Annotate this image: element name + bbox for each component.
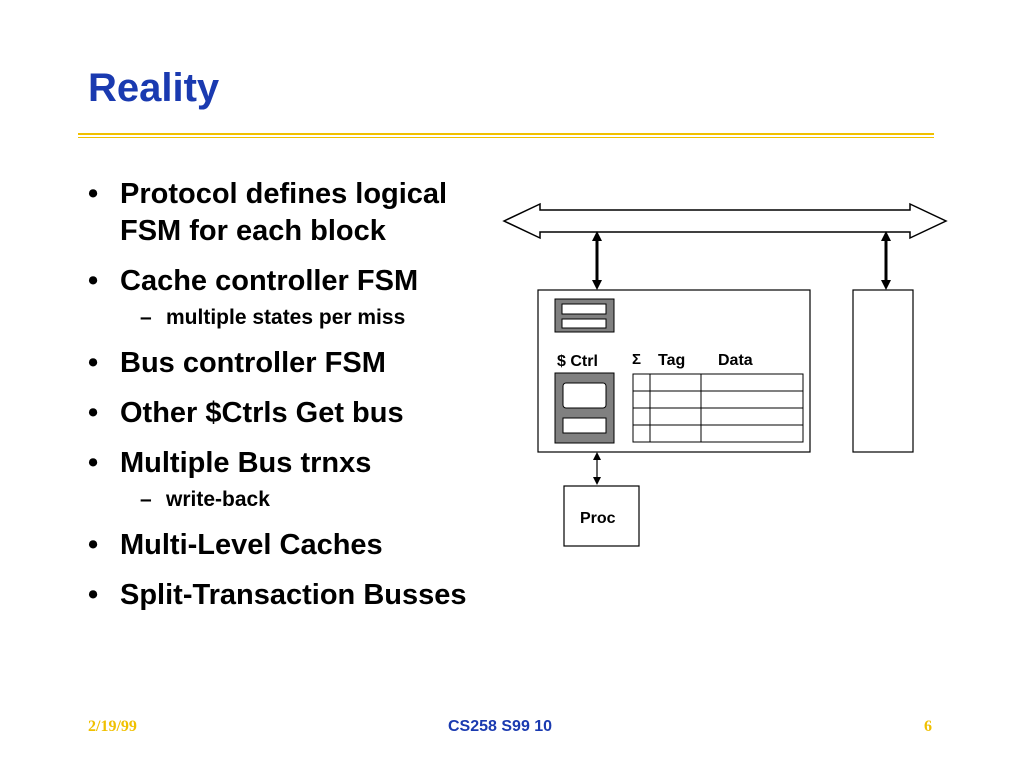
bullet-list: • Protocol defines logical FSM for each …: [88, 176, 488, 627]
proc-box: [563, 485, 640, 547]
slide-title: Reality: [88, 66, 220, 110]
bullet-item: • Multi-Level Caches: [88, 527, 488, 564]
sub-bullet-text: multiple states per miss: [166, 306, 406, 329]
bullet-dot: •: [88, 397, 99, 429]
bullet-text: Multi-Level Caches: [120, 529, 383, 561]
bullet-text: Multiple Bus trnxs: [120, 447, 372, 479]
bullet-dot: •: [88, 579, 99, 611]
sigma-symbol: Σ: [632, 351, 641, 368]
ctrl-state-slot: [561, 318, 607, 329]
ctrl-label: $ Ctrl: [557, 353, 598, 370]
footer-date: 2/19/99: [88, 718, 137, 735]
footer-course: CS258 S99 10: [448, 718, 553, 735]
arrowhead-up: [881, 231, 891, 241]
sub-bullet-text: write-back: [166, 488, 270, 511]
title-divider: [78, 133, 934, 135]
sub-bullet-dash: –: [140, 488, 152, 511]
bullet-item: • Protocol defines logical FSM for each …: [88, 176, 488, 250]
ctrl-state-slot: [562, 382, 607, 409]
bullet-text: Split-Transaction Busses: [120, 579, 467, 611]
arrowhead-down: [881, 280, 891, 290]
bullet-text: Other $Ctrls Get bus: [120, 397, 404, 429]
tag-label: Tag: [658, 352, 685, 369]
bullet-item: • Cache controller FSM: [88, 263, 488, 300]
bullet-dot: •: [88, 447, 99, 479]
bullet-text: Cache controller FSM: [120, 265, 419, 297]
bullet-item: • Other $Ctrls Get bus: [88, 395, 488, 432]
footer-page-number: 6: [924, 718, 932, 735]
bullet-item: • Bus controller FSM: [88, 345, 488, 382]
other-block: [852, 289, 914, 453]
arrowhead-down: [592, 280, 602, 290]
bullet-dot: •: [88, 178, 99, 210]
bullet-item: • Split-Transaction Busses: [88, 577, 488, 614]
bullet-dot: •: [88, 347, 99, 379]
bullet-dot: •: [88, 265, 99, 297]
proc-label: Proc: [580, 510, 616, 527]
ctrl-state-slot: [562, 417, 607, 434]
bullet-text: Bus controller FSM: [120, 347, 386, 379]
sub-bullet-item: – write-back: [88, 487, 488, 513]
sub-bullet-item: – multiple states per miss: [88, 305, 488, 331]
title-divider-thin: [78, 137, 934, 138]
bullet-text: Protocol defines logical FSM for each bl…: [120, 178, 448, 247]
arrowhead-up: [593, 452, 601, 460]
bullet-dot: •: [88, 529, 99, 561]
data-label: Data: [718, 352, 753, 369]
sub-bullet-dash: –: [140, 306, 152, 329]
arrowhead-down: [593, 477, 601, 485]
arrowhead-up: [592, 231, 602, 241]
ctrl-state-slot: [561, 303, 607, 315]
bus-arrow: [502, 202, 948, 240]
bullet-item: • Multiple Bus trnxs: [88, 445, 488, 482]
